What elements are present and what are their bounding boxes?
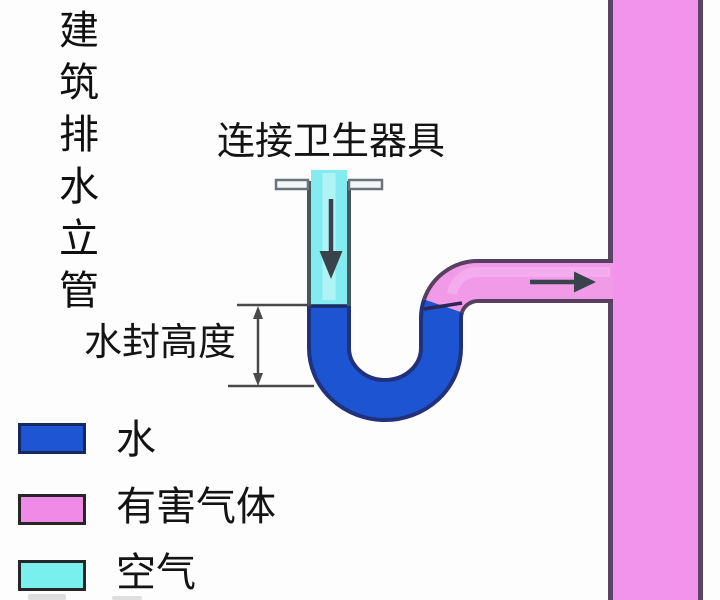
- crop-artifact: [112, 596, 142, 600]
- water-fill: [311, 300, 461, 418]
- legend-swatch-harmful-gas: [18, 494, 86, 525]
- gas-highlight: [447, 266, 610, 296]
- seal-height-dimension: [228, 303, 314, 388]
- inlet-title-label: 连接卫生器具: [217, 121, 446, 163]
- legend-label-water: 水: [116, 418, 156, 462]
- riser-label: 建筑排水立管: [53, 9, 97, 321]
- seal-height-label: 水封高度: [84, 322, 237, 364]
- crop-artifact: [28, 594, 66, 600]
- dimension-arrow-up-icon: [253, 306, 263, 319]
- legend-label-air: 空气: [116, 551, 196, 595]
- water-surface-outlet-line: [423, 301, 463, 311]
- dimension-arrow-down-icon: [253, 373, 263, 386]
- riser-pipe-fill: [608, 0, 703, 600]
- legend-swatch-water: [18, 423, 86, 454]
- down-arrow-icon: [319, 199, 343, 279]
- legend-label-harmful-gas: 有害气体: [116, 485, 276, 529]
- inlet-flange-left: [274, 178, 310, 191]
- inlet-flange-right: [347, 178, 384, 191]
- right-arrow-icon: [530, 271, 596, 293]
- legend-swatch-air: [18, 560, 86, 591]
